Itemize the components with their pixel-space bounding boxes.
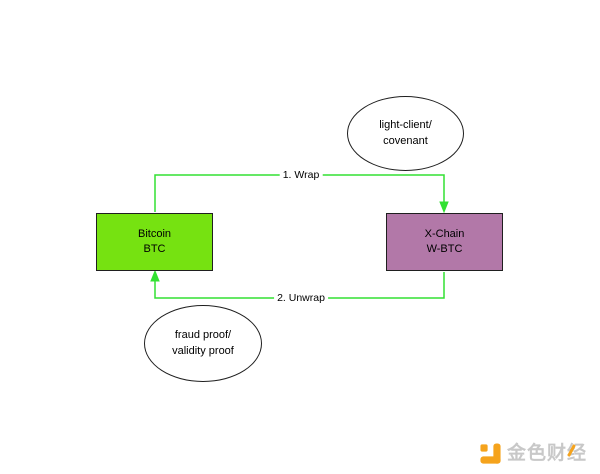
node-fraud-validity-proof: fraud proof/ validity proof xyxy=(144,305,262,382)
node-light-client-covenant: light-client/ covenant xyxy=(347,96,464,171)
node-bitcoin-line1: Bitcoin xyxy=(137,227,172,240)
node-light-client-line1: light-client/ xyxy=(379,119,432,132)
jinse-logo-text: 金色财经 xyxy=(507,442,587,465)
node-bitcoin-btc: Bitcoin BTC xyxy=(96,213,213,271)
node-bitcoin-line2: BTC xyxy=(143,243,166,255)
unwrap-edge-label: 2. Unwrap xyxy=(274,292,328,304)
node-xchain-line2: W-BTC xyxy=(426,243,463,255)
node-xchain-line1: X-Chain xyxy=(424,227,465,240)
wrap-edge-label: 1. Wrap xyxy=(279,169,323,181)
jinse-finance-watermark: 金色财经 xyxy=(479,442,587,465)
node-light-client-line2: covenant xyxy=(383,134,428,147)
jinse-logo-text-label: 金色财经 xyxy=(507,443,588,464)
node-xchain-wbtc: X-Chain W-BTC xyxy=(386,213,503,271)
node-fraud-proof-line2: validity proof xyxy=(172,344,234,357)
jinse-logo-icon xyxy=(480,443,501,464)
node-fraud-proof-line1: fraud proof/ xyxy=(174,329,232,342)
